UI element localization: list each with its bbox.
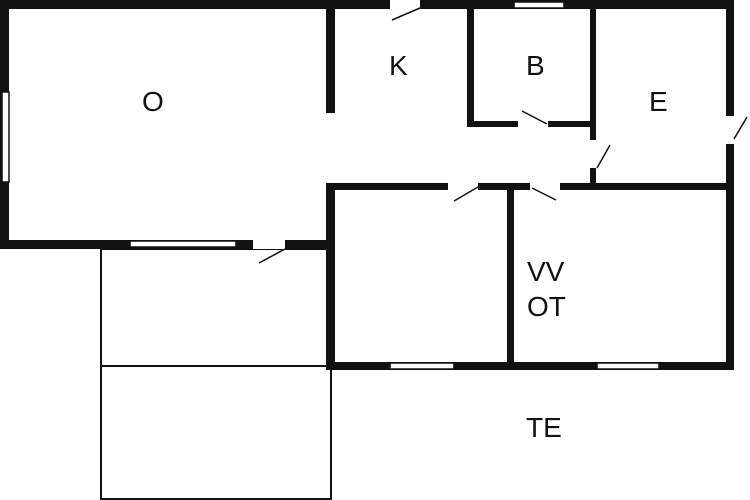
- window-living-west: [1, 91, 10, 183]
- room-label-vv: VV: [527, 256, 565, 287]
- room-label-kitchen: K: [389, 50, 408, 81]
- wall-bath-entry: [590, 0, 596, 183]
- wall-bath-left: [467, 0, 474, 127]
- terrace-outline: [100, 248, 332, 500]
- room-label-terrace: TE: [526, 412, 562, 443]
- door-gap-terrace: [253, 240, 285, 249]
- window-bedroom-left: [389, 362, 455, 370]
- door-swing-exterior: [733, 116, 748, 140]
- door-gap-bedroom-right: [530, 183, 560, 190]
- door-gap-bedroom-left: [448, 183, 478, 190]
- room-label-bathroom: B: [526, 50, 545, 81]
- door-swing-terrace: [258, 248, 286, 264]
- windows: [1, 1, 660, 370]
- doors: [253, 0, 748, 264]
- wall-middle-vertical: [326, 183, 335, 370]
- door-gap-exterior: [726, 116, 734, 144]
- door-swing-bedroom-right: [531, 187, 557, 201]
- room-labels: O K B E VV OT TE: [142, 50, 668, 443]
- door-gap-bath: [518, 121, 548, 127]
- wall-top: [0, 0, 734, 9]
- door-gap-entry: [590, 140, 596, 168]
- window-bath: [513, 1, 565, 9]
- door-swing-kitchen: [391, 7, 421, 21]
- wall-bedrooms-bottom: [326, 362, 734, 370]
- room-label-living: O: [142, 86, 164, 117]
- window-living-south: [129, 240, 237, 248]
- terrace: [100, 248, 332, 500]
- wall-living-kitchen: [326, 0, 335, 113]
- room-label-ot: OT: [527, 291, 566, 322]
- room-label-entry: E: [649, 86, 668, 117]
- wall-bedroom-divider: [507, 183, 514, 370]
- window-bedroom-right: [596, 362, 660, 370]
- door-swing-bath: [521, 110, 548, 125]
- door-gap-kitchen: [390, 0, 420, 9]
- walls: [0, 0, 734, 370]
- door-swing-entry: [596, 144, 611, 169]
- door-swing-bedroom-left: [453, 186, 479, 202]
- wall-right: [726, 0, 734, 370]
